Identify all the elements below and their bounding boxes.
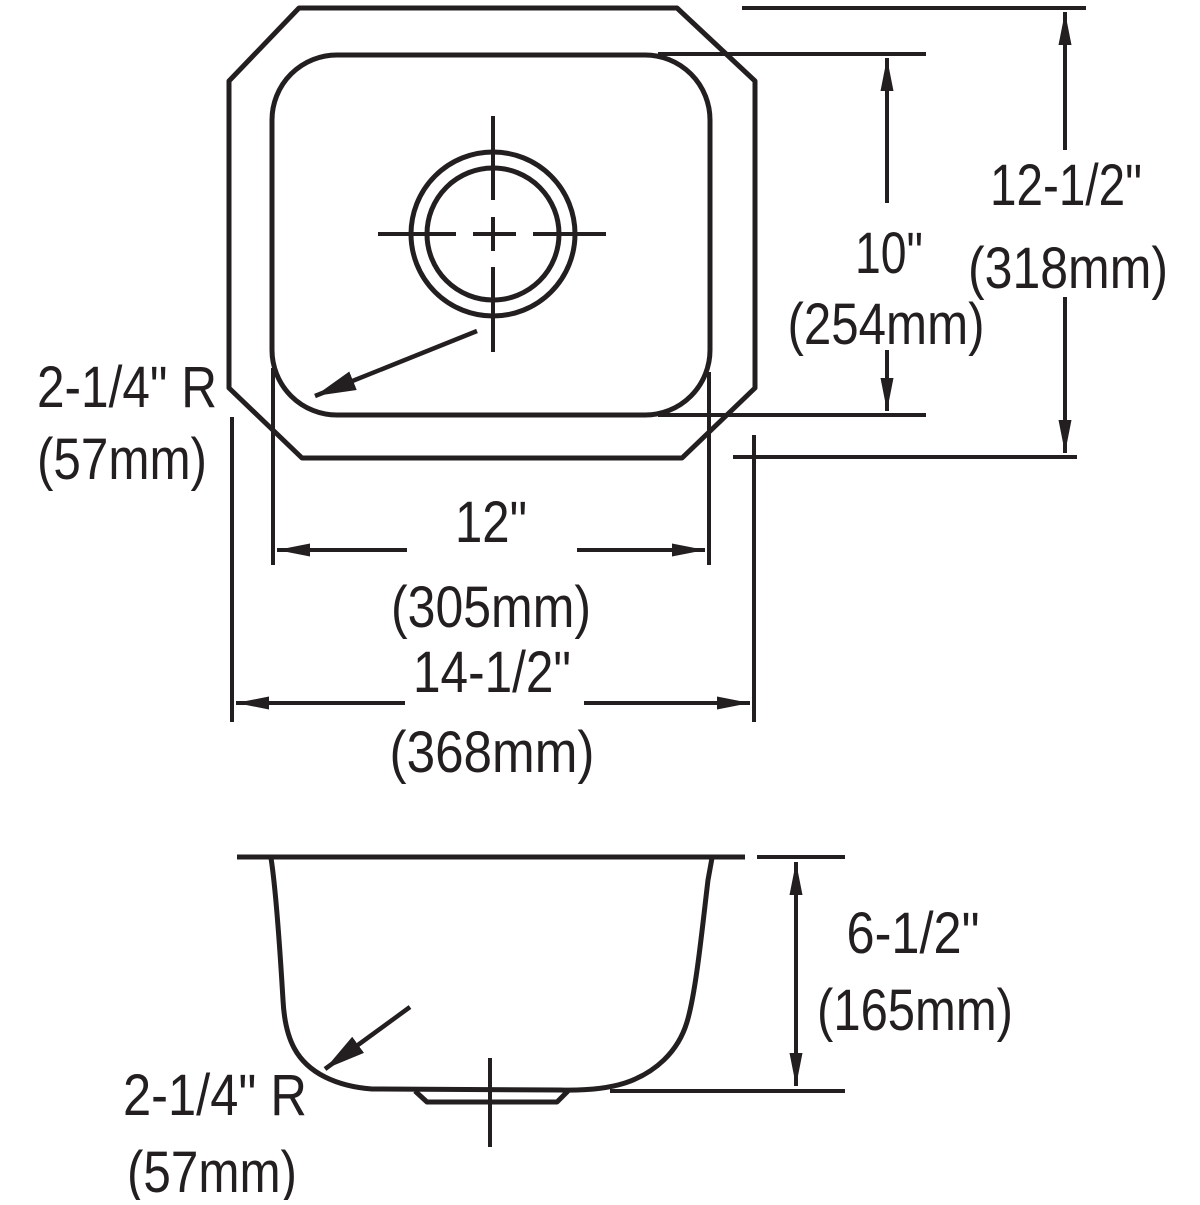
bowl-height-label-in: 6-1/2": [847, 901, 980, 966]
corner-radius-leader-arrow: [314, 328, 478, 399]
bowl-height-label-mm: (165mm): [817, 978, 1013, 1043]
bottom-radius-label-mm: (57mm): [127, 1140, 297, 1200]
bowl-depth-label-mm: (254mm): [788, 292, 985, 357]
dimension-lines-plan: [236, 12, 1072, 710]
overall-width-label-in: 14-1/2": [413, 640, 571, 705]
extension-lines-plan: [230, 6, 1086, 722]
bowl-width-label-in: 12": [455, 490, 527, 555]
overall-depth-label-mm: (318mm): [968, 236, 1168, 301]
side-bowl-profile: [268, 857, 715, 1093]
sink-outer-outline: [226, 5, 758, 461]
bottom-radius-label-in: 2-1/4" R: [123, 1063, 307, 1128]
bottom-radius-leader-arrow: [323, 1005, 412, 1071]
bowl-width-label-mm: (305mm): [391, 575, 591, 640]
bowl-depth-label-in: 10": [855, 221, 923, 286]
overall-depth-label-in: 12-1/2": [990, 153, 1142, 218]
plan-view: 12" (305mm) 14-1/2" (368mm) 10" (254mm) …: [37, 5, 1168, 785]
overall-width-label-mm: (368mm): [390, 720, 595, 785]
drain-center-mark: [378, 116, 606, 352]
side-view: 6-1/2" (165mm) 2-1/4" R (57mm): [123, 854, 1013, 1205]
bowl-outline: [269, 52, 713, 418]
corner-radius-label-in: 2-1/4" R: [37, 355, 217, 420]
extension-lines-side: [610, 855, 845, 1093]
corner-radius-label-mm: (57mm): [37, 427, 207, 492]
